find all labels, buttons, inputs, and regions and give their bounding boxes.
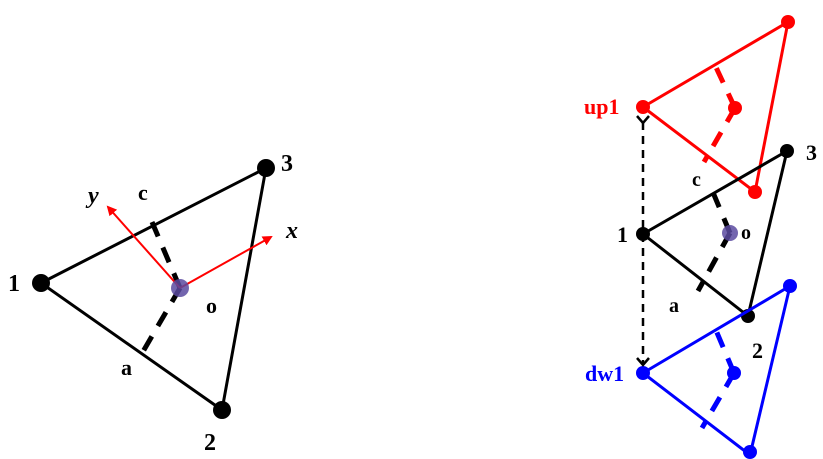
left-center-label: o	[206, 293, 217, 318]
main-center-point	[722, 225, 738, 241]
up-vertex-1	[636, 100, 650, 114]
up-vertex-2	[748, 185, 762, 199]
y-axis-label: y	[85, 183, 99, 209]
main-edge-a-label: a	[669, 295, 679, 317]
up-triangle	[640, 19, 791, 195]
left-triangle	[38, 165, 269, 413]
down-vertex-1	[636, 366, 650, 380]
left-triangle-diagram: 1 2 3 o a c x y	[8, 151, 298, 456]
main-triangle	[640, 147, 790, 319]
main-vertex-3-label: 3	[806, 140, 817, 165]
main-triangle-group: 1 2 3 o a c	[617, 140, 817, 363]
up-triangle-group: up1	[584, 15, 795, 199]
left-vertex-1-label: 1	[8, 271, 20, 297]
x-axis-arrow	[179, 236, 273, 289]
main-dash-lower	[695, 231, 733, 293]
up-vertex-3	[781, 15, 795, 29]
up-dash-lower	[701, 106, 738, 164]
down-triangle-group: dw1	[585, 279, 797, 459]
main-vertex-2-label: 2	[752, 338, 763, 363]
right-triangle-diagram: up1 1 2 3 o a c dw1	[584, 15, 817, 459]
down-triangle	[640, 282, 793, 458]
left-vertex-2-label: 2	[204, 430, 216, 456]
y-axis-arrow	[106, 205, 181, 289]
left-dash-to-edge-a	[138, 286, 183, 357]
x-axis-label: x	[285, 218, 298, 244]
dw1-label: dw1	[585, 361, 624, 386]
main-center-label: o	[741, 222, 751, 244]
main-vertex-1-label: 1	[617, 222, 628, 247]
up-dash-upper	[711, 61, 738, 110]
up1-label: up1	[584, 94, 619, 119]
main-edge-c-label: c	[692, 169, 701, 191]
left-vertex-3	[257, 159, 275, 177]
main-vertex-3	[780, 144, 794, 158]
left-edge-c-label: c	[138, 180, 148, 205]
up-center-point	[728, 101, 742, 115]
left-vertex-2	[213, 401, 231, 419]
left-dash-to-edge-c	[149, 221, 183, 289]
left-vertex-3-label: 3	[281, 151, 293, 177]
down-dash-lower	[699, 371, 737, 430]
down-vertex-3	[783, 279, 797, 293]
down-dash-upper	[712, 327, 737, 374]
left-center-point	[171, 279, 189, 297]
left-vertex-1	[32, 274, 50, 292]
down-vertex-2	[743, 445, 757, 459]
left-edge-a-label: a	[121, 355, 132, 380]
down-center-point	[727, 366, 741, 380]
